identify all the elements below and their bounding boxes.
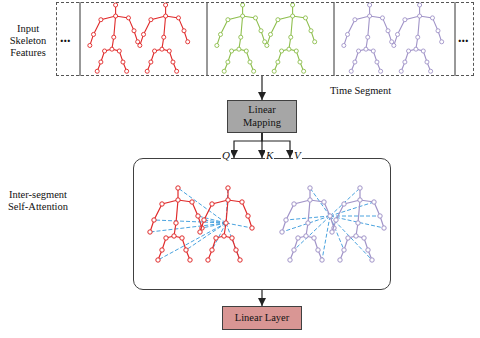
flow-arrow — [234, 133, 262, 158]
panel-heading: Input Skeleton Features — [3, 23, 53, 59]
label-holder: ... — [458, 28, 469, 46]
box-label: Linear Mapping — [232, 104, 292, 128]
panel-heading: Inter-segment Self-Attention — [3, 189, 73, 213]
segment-dividers — [80, 2, 455, 76]
process-box: Linear Layer — [222, 306, 302, 330]
process-box: Linear Mapping — [227, 100, 297, 133]
edge-label-holder: Q — [221, 145, 231, 163]
ellipsis-mark: ... — [458, 30, 469, 45]
edge-label: V — [293, 149, 302, 161]
input-feature-panel: Input Skeleton Features — [56, 2, 474, 76]
label-holder: Time Segment — [330, 80, 391, 98]
edge-label-holder: K — [265, 145, 274, 163]
attention-skeletons — [148, 186, 386, 262]
input-skeletons — [88, 3, 444, 73]
edge-label: Q — [221, 149, 231, 161]
edge-label-holder: V — [293, 145, 302, 163]
attention-panel: Inter-segment Self-Attention — [133, 158, 391, 290]
box-label: Linear Layer — [235, 312, 290, 324]
edge-label: K — [265, 149, 274, 161]
label-holder: ... — [60, 28, 71, 46]
flow-arrow — [261, 290, 262, 306]
flow-arrow — [261, 76, 262, 100]
ellipsis-mark: ... — [60, 30, 71, 45]
segment-label: Time Segment — [330, 85, 391, 96]
